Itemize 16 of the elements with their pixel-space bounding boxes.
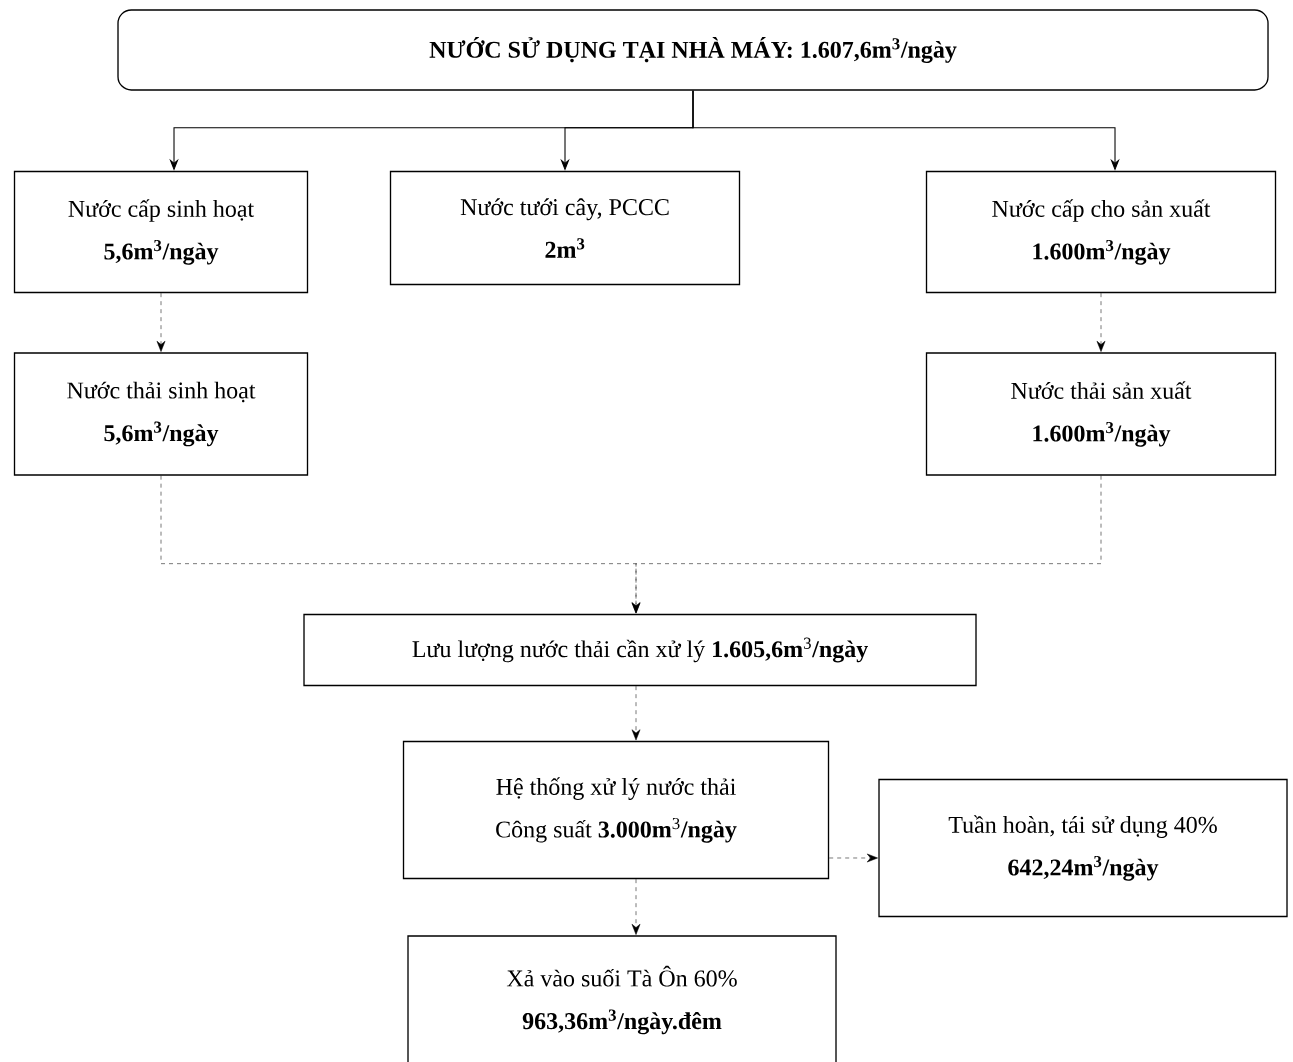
arrow: [631, 878, 641, 935]
process-box: Nước tưới cây, PCCC 2m$^{3}$: [389, 170, 741, 286]
arrow: [156, 292, 166, 352]
arrow: [1096, 292, 1106, 352]
process-box: Nước cấp cho sản xuất 1.600m$^{3}$/ngày: [925, 170, 1277, 294]
arrow: [828, 853, 878, 863]
process-box: Lưu lượng nước thải cần xử lý 1.605,6m$^{3}$/ngày: [303, 613, 977, 687]
process-box: Nước cấp sinh hoạt 5,6m$^{3}$/ngày: [13, 170, 309, 294]
process-box: Nước thải sinh hoạt 5,6m$^{3}$/ngày: [13, 352, 309, 476]
arrow: [631, 685, 641, 741]
process-box: Xả vào suối Tà Ôn 60% 963,36m$^{3}$/ngày.đêm: [407, 935, 837, 1062]
process-box: Hệ thống xử lý nước thải Công suất 3.000m$^{3}$/ngày: [402, 740, 830, 880]
header-box: NƯỚC SỬ DỤNG TẠI NHÀ MÁY: 1.607,6m$^{3}$/ngày: [117, 9, 1269, 91]
arrow: [631, 475, 1102, 614]
process-box: Nước thải sản xuất 1.600m$^{3}$/ngày: [925, 352, 1277, 476]
process-box: Tuần hoàn, tái sử dụng 40% 642,24m$^{3}$/ngày: [878, 778, 1288, 918]
